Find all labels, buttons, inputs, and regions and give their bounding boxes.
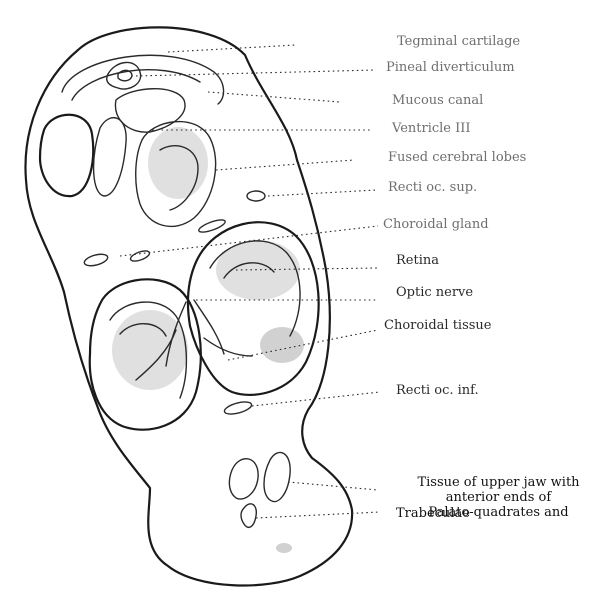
leader-fused-cerebral-lobes — [216, 160, 354, 170]
label-recti-oc-inf: Recti oc. inf. — [396, 383, 479, 398]
recti-oc-inf-muscle — [223, 400, 253, 417]
left-small-oval-2 — [129, 249, 151, 263]
label-optic-nerve: Optic nerve — [396, 285, 473, 300]
label-retina: Retina — [396, 253, 439, 268]
label-trabeculae: Trabeculae — [396, 506, 470, 521]
label-choroidal-gland: Choroidal gland — [383, 217, 489, 232]
recti-oc-sup-muscle — [247, 191, 265, 201]
label-tegminal-cartilage: Tegminal cartilage — [397, 34, 520, 49]
choroidal-tissue-strand — [204, 338, 252, 356]
left-small-oval — [83, 252, 109, 268]
label-upper-jaw-line2: anterior ends of — [386, 490, 611, 505]
jaw-speck — [276, 543, 292, 553]
leader-recti-oc-sup — [268, 190, 376, 196]
brain-shading — [148, 127, 208, 199]
leader-tegminal-cartilage — [168, 45, 296, 52]
leader-trabeculae — [256, 512, 380, 518]
label-ventricle-iii: Ventricle III — [392, 121, 471, 136]
leader-mucous-canal — [208, 92, 340, 102]
label-mucous-canal: Mucous canal — [392, 93, 483, 108]
ventricle-iii — [115, 89, 185, 132]
trabecula — [241, 504, 256, 527]
left-orbit-oval — [94, 118, 127, 196]
choroid-shading — [260, 327, 304, 363]
palato-quadrate-right — [264, 452, 290, 501]
left-cranial-cartilage — [40, 115, 93, 196]
label-choroidal-tissue: Choroidal tissue — [384, 318, 492, 333]
left-eye-shading — [112, 310, 188, 390]
label-pineal-diverticulum: Pineal diverticulum — [386, 60, 515, 75]
label-recti-oc-sup: Recti oc. sup. — [388, 180, 477, 195]
label-fused-cerebral-lobes: Fused cerebral lobes — [388, 150, 526, 165]
label-upper-jaw-line1: Tissue of upper jaw with — [386, 475, 611, 490]
leader-palato-quadrates — [288, 482, 378, 490]
pineal-diverticulum — [107, 62, 141, 89]
tegminal-cartilage — [62, 55, 224, 104]
palato-quadrate-left — [229, 459, 258, 499]
